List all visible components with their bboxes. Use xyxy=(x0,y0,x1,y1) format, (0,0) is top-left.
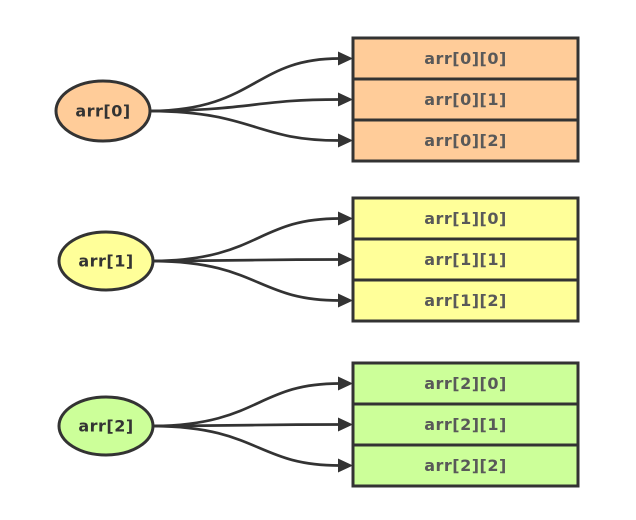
cell-label-1-1: arr[1][1] xyxy=(424,250,507,269)
pointer-ellipse-1 xyxy=(57,230,155,292)
arrow-1-to-cell-0 xyxy=(152,211,353,263)
pointer-label-0: arr[0] xyxy=(75,102,130,121)
arrow-2-to-cell-0 xyxy=(152,376,353,428)
cell-label-2-2: arr[2][2] xyxy=(424,456,507,475)
arrow-0-to-cell-2 xyxy=(149,109,353,148)
cell-stack-1 xyxy=(351,196,580,323)
cell-label-2-1: arr[2][1] xyxy=(424,415,507,434)
array-row-group-0: arr[0] arr[0][0] arr[0][1] arr[0][2] xyxy=(54,36,580,163)
pointer-ellipse-2 xyxy=(57,395,155,457)
cell-label-0-2: arr[0][2] xyxy=(424,131,507,150)
array-row-group-2: arr[2] arr[2][0] arr[2][1] arr[2][2] xyxy=(57,361,580,488)
cell-label-0-1: arr[0][1] xyxy=(424,90,507,109)
pointer-ellipse-0 xyxy=(54,79,152,143)
cell-label-0-0: arr[0][0] xyxy=(424,49,507,68)
arrow-1-to-cell-2 xyxy=(152,259,353,308)
array-row-group-1: arr[1] arr[1][0] arr[1][1] arr[1][2] xyxy=(57,196,580,323)
cell-label-2-0: arr[2][0] xyxy=(424,374,507,393)
arrow-2-to-cell-2 xyxy=(152,424,353,473)
arrow-2-to-cell-1 xyxy=(152,417,353,432)
arrow-1-to-cell-1 xyxy=(152,252,353,267)
pointer-label-2: arr[2] xyxy=(78,417,133,436)
arrow-0-to-cell-0 xyxy=(149,51,353,113)
cell-stack-0 xyxy=(351,36,580,163)
pointer-label-1: arr[1] xyxy=(78,252,133,271)
arrow-0-to-cell-1 xyxy=(149,92,353,113)
cell-stack-2 xyxy=(351,361,580,488)
cell-label-1-2: arr[1][2] xyxy=(424,291,507,310)
cell-label-1-0: arr[1][0] xyxy=(424,209,507,228)
